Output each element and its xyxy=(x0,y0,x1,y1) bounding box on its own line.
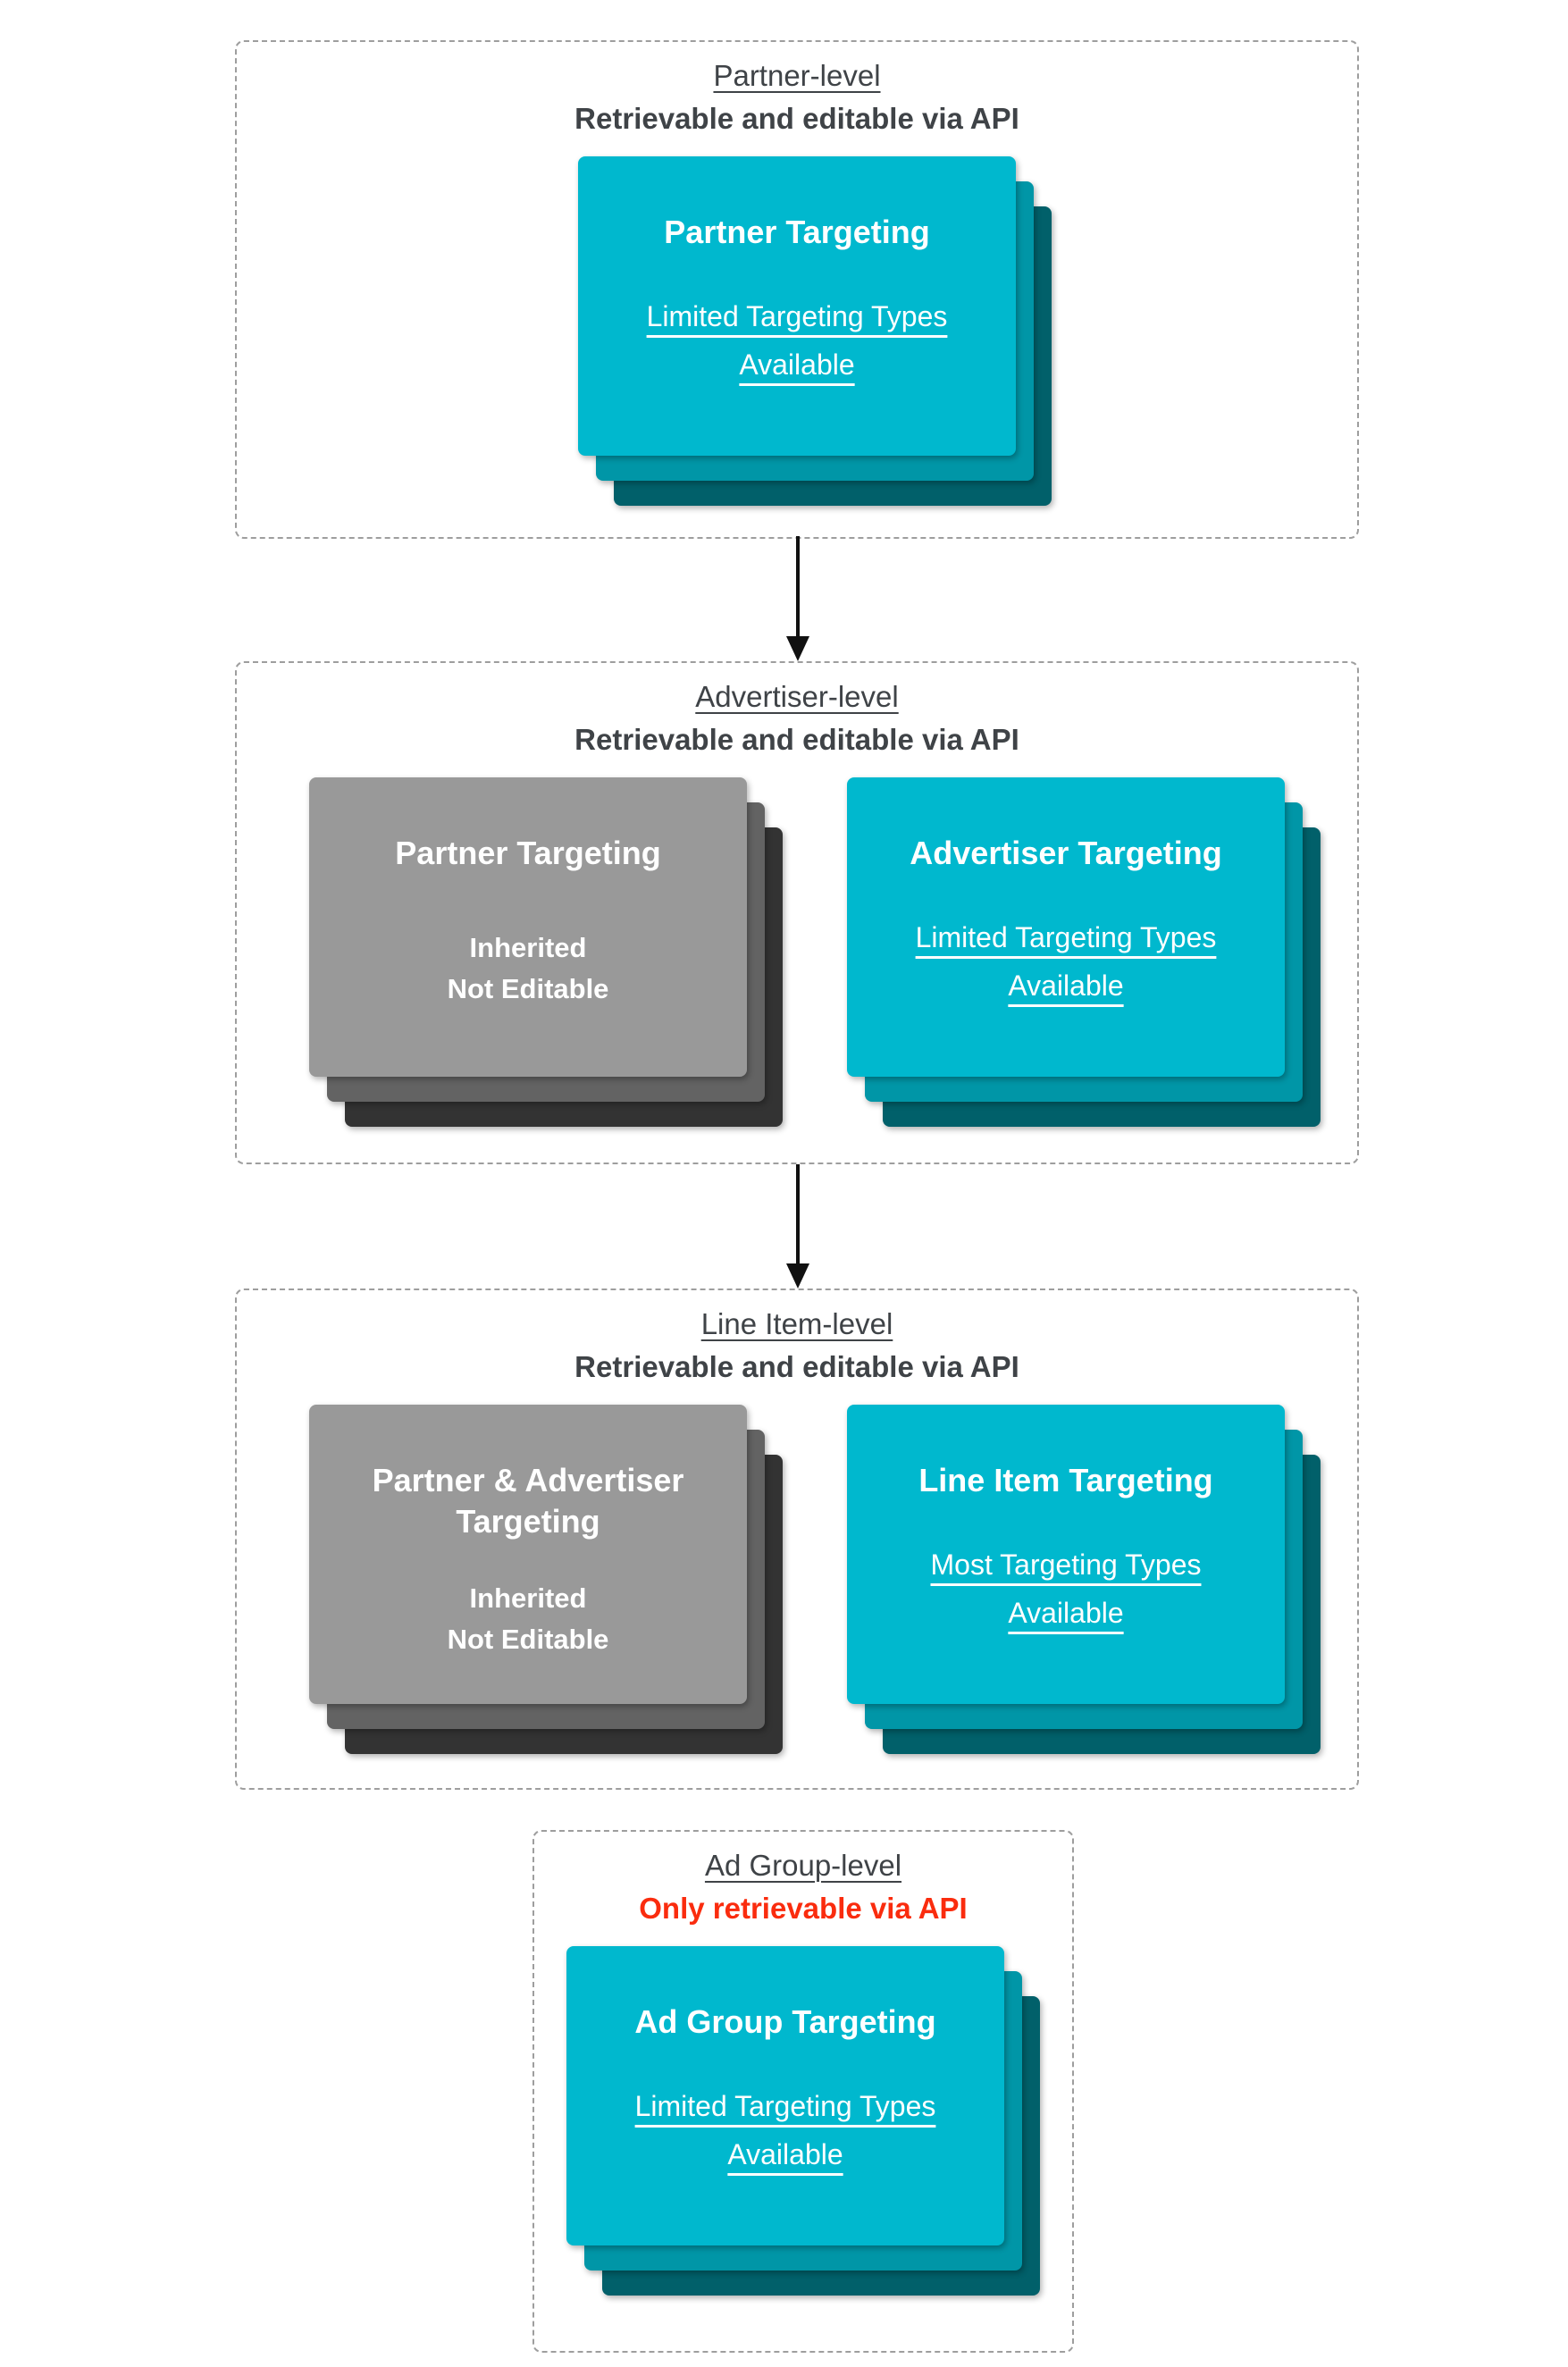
down-arrow-icon xyxy=(786,536,809,661)
card-subtitle: Most Targeting Types Available xyxy=(930,1549,1202,1629)
arrow-head-icon xyxy=(786,1263,809,1288)
arrow-head-icon xyxy=(786,636,809,661)
card-front: Ad Group Targeting Limited Targeting Typ… xyxy=(566,1946,1004,2245)
partner-advertiser-targeting-card: Partner & Advertiser Targeting Inherited… xyxy=(309,1405,783,1754)
section-subtitle: Only retrievable via API xyxy=(639,1892,968,1925)
section-subtitle: Retrievable and editable via API xyxy=(574,102,1019,135)
arrow-line xyxy=(796,536,800,638)
card-row: Partner Targeting Inherited Not Editable… xyxy=(237,777,1357,1127)
partner-targeting-inherited-card: Partner Targeting Inherited Not Editable xyxy=(309,777,783,1127)
card-title: Partner Targeting xyxy=(395,835,661,871)
section-subtitle: Retrievable and editable via API xyxy=(574,723,1019,756)
card-title: Ad Group Targeting xyxy=(634,2003,936,2040)
down-arrow-icon xyxy=(786,1164,809,1288)
card-status-lines: Inherited Not Editable xyxy=(448,927,609,1010)
section-title: Line Item-level xyxy=(700,1307,893,1340)
card-row: Partner Targeting Limited Targeting Type… xyxy=(237,156,1357,506)
arrow-line xyxy=(796,1164,800,1265)
section-title: Partner-level xyxy=(713,59,881,92)
card-status-lines: Inherited Not Editable xyxy=(448,1578,609,1660)
line-item-targeting-card: Line Item Targeting Most Targeting Types… xyxy=(847,1405,1321,1754)
section-title: Advertiser-level xyxy=(695,680,899,713)
partner-targeting-card: Partner Targeting Limited Targeting Type… xyxy=(578,156,1052,506)
card-title: Line Item Targeting xyxy=(918,1462,1213,1498)
section-partner-level: Partner-level Retrievable and editable v… xyxy=(235,40,1359,539)
card-status-line: Inherited xyxy=(469,932,587,963)
ad-group-targeting-card: Ad Group Targeting Limited Targeting Typ… xyxy=(566,1946,1040,2296)
section-line-item-level: Line Item-level Retrievable and editable… xyxy=(235,1288,1359,1790)
card-status-line: Not Editable xyxy=(447,1624,609,1655)
card-status-line: Inherited xyxy=(469,1582,587,1614)
card-subtitle: Limited Targeting Types Available xyxy=(915,921,1217,1002)
section-ad-group-level: Ad Group-level Only retrievable via API … xyxy=(532,1830,1074,2353)
card-title: Partner & Advertiser Targeting xyxy=(372,1462,684,1540)
card-row: Partner & Advertiser Targeting Inherited… xyxy=(237,1405,1357,1754)
card-status-line: Not Editable xyxy=(447,973,609,1004)
card-front: Line Item Targeting Most Targeting Types… xyxy=(847,1405,1285,1704)
section-subtitle: Retrievable and editable via API xyxy=(574,1350,1019,1383)
card-front: Partner Targeting Limited Targeting Type… xyxy=(578,156,1016,456)
card-front: Partner Targeting Inherited Not Editable xyxy=(309,777,747,1077)
card-front: Advertiser Targeting Limited Targeting T… xyxy=(847,777,1285,1077)
card-front: Partner & Advertiser Targeting Inherited… xyxy=(309,1405,747,1704)
card-title: Advertiser Targeting xyxy=(910,835,1222,871)
section-advertiser-level: Advertiser-level Retrievable and editabl… xyxy=(235,661,1359,1164)
advertiser-targeting-card: Advertiser Targeting Limited Targeting T… xyxy=(847,777,1321,1127)
card-title: Partner Targeting xyxy=(664,214,930,250)
card-subtitle: Limited Targeting Types Available xyxy=(634,2090,936,2170)
section-title: Ad Group-level xyxy=(704,1849,902,1882)
card-row: Ad Group Targeting Limited Targeting Typ… xyxy=(534,1946,1072,2296)
card-subtitle: Limited Targeting Types Available xyxy=(646,300,948,381)
